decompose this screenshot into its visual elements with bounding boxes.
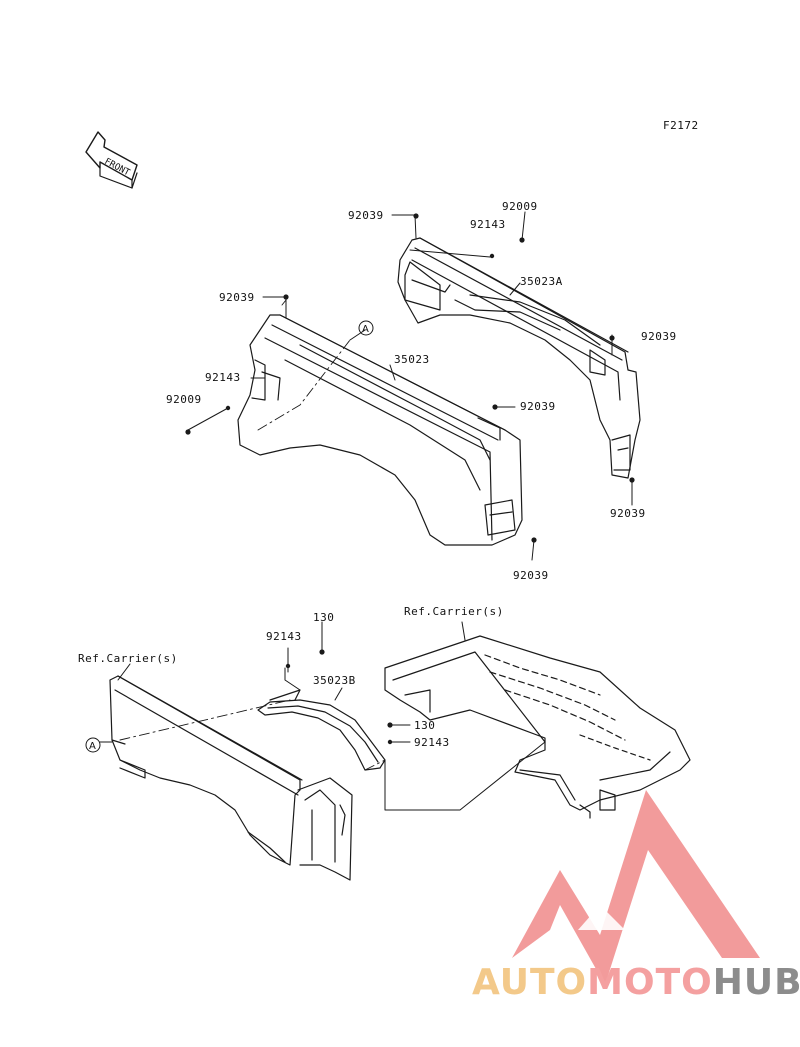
bolt-92039-d (283, 294, 289, 300)
fender-rear-right (397, 237, 641, 479)
reference-marks: A A (85, 320, 374, 753)
callout-92009: 92009 (166, 393, 202, 406)
fender-rear-left (237, 314, 523, 546)
callout-92039: 92039 (513, 569, 549, 582)
watermark-logo-icon (512, 790, 760, 985)
washer-92143-b (225, 405, 231, 411)
reference-mark-top: A (362, 324, 369, 335)
bolt-92039-a (413, 213, 419, 219)
bolt-92039-b (609, 335, 615, 341)
leader-lines (119, 299, 386, 771)
inner-panel (109, 675, 353, 881)
callout-92143: 92143 (470, 218, 506, 231)
callout-92009: 92009 (502, 200, 538, 213)
reference-mark-bottom: A (89, 741, 96, 752)
watermark-text: AUTOMOTOHUB (472, 963, 800, 1003)
callout-92143: 92143 (266, 630, 302, 643)
callout-92039: 92039 (520, 400, 556, 413)
callout-130: 130 (313, 611, 335, 624)
callout-ref-carrier: Ref.Carrier(s) (78, 652, 178, 665)
callout-35023b: 35023B (313, 674, 356, 687)
callout-92039: 92039 (219, 291, 255, 304)
bolt-92039-f (531, 537, 537, 543)
front-arrow-icon: FRONT (85, 131, 138, 189)
fastener-markers (185, 213, 635, 745)
washer-92143-c (285, 663, 291, 669)
reference-box-lines (284, 667, 546, 811)
callout-35023a: 35023A (520, 275, 563, 288)
nut-92009-a (519, 237, 525, 243)
nut-92009-b (185, 429, 191, 435)
callout-35023: 35023 (394, 353, 430, 366)
bolt-130-b (387, 722, 393, 728)
bolt-92039-e (492, 404, 498, 410)
callout-92039: 92039 (348, 209, 384, 222)
bolt-92039-c (629, 477, 635, 483)
callout-92143: 92143 (205, 371, 241, 384)
callout-92143: 92143 (414, 736, 450, 749)
callout-130: 130 (414, 719, 436, 732)
callout-92039: 92039 (610, 507, 646, 520)
callout-ref-carrier: Ref.Carrier(s) (404, 605, 504, 618)
watermark-text-hub: HUB (712, 962, 800, 1003)
figure-code: F2172 (663, 119, 699, 132)
bolt-130-a (319, 649, 325, 655)
fender-liner (257, 689, 386, 771)
callout-92039: 92039 (641, 330, 677, 343)
washer-92143-a (489, 253, 495, 259)
washer-92143-d (387, 739, 393, 745)
carrier-floor (384, 635, 691, 819)
watermark-text-auto: AUTO (472, 962, 588, 1003)
watermark-text-moto: MOTO (587, 962, 713, 1003)
fastener-lines (99, 211, 633, 743)
